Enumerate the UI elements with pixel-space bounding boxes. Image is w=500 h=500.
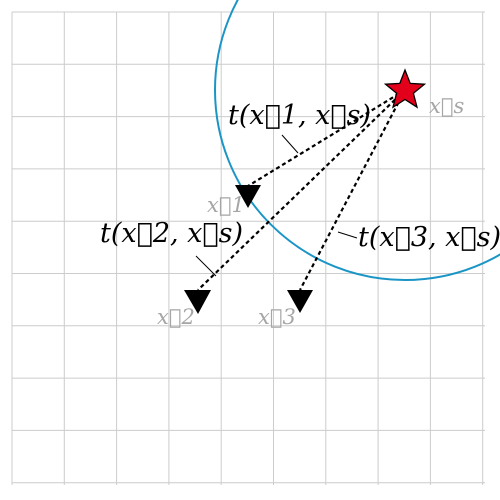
travel-time-label-3: t(x⃗3, x⃗s) <box>358 222 500 253</box>
ray-path-3 <box>299 89 406 291</box>
ray-path-1 <box>247 89 406 187</box>
travel-time-label-2: t(x⃗2, x⃗s) <box>100 218 243 249</box>
receiver-1-triangle-down-icon <box>235 185 261 208</box>
source-label: x⃗s <box>429 94 464 118</box>
travel-time-label-1: t(x⃗1, x⃗s) <box>228 100 371 131</box>
receiver-1-label: x⃗1 <box>207 193 245 217</box>
leader-line-2 <box>195 255 217 277</box>
leader-line-1 <box>281 134 299 154</box>
leader-line-3 <box>337 231 358 239</box>
background-grid <box>11 11 485 485</box>
source-star-icon <box>383 68 427 109</box>
ray-path-2 <box>197 89 406 291</box>
receiver-3-label: x⃗3 <box>258 305 296 329</box>
receiver-3-triangle-down-icon <box>287 290 313 313</box>
receiver-2-triangle-down-icon <box>184 290 211 314</box>
wavefront-circle <box>214 0 500 281</box>
receiver-2-label: x⃗2 <box>157 305 195 329</box>
